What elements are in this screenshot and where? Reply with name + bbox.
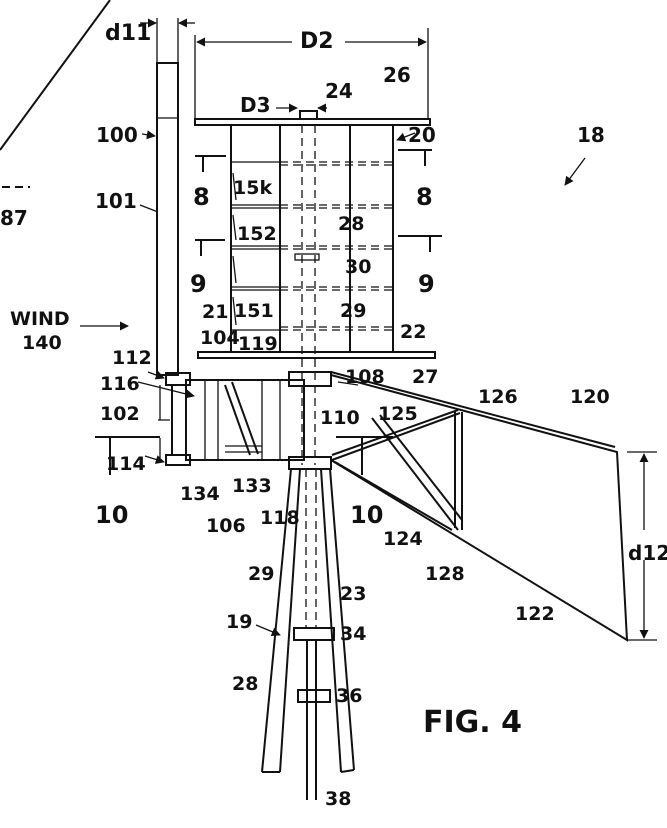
leader-arrows: [80, 130, 586, 637]
label-104: 104: [200, 327, 240, 349]
label-151: 151: [234, 300, 274, 322]
label-section-10-right: 10: [350, 501, 383, 529]
label-126: 126: [478, 386, 518, 408]
tail-vane-120: [330, 371, 629, 642]
label-28-lower: 28: [232, 673, 258, 695]
label-87: 87: [0, 206, 28, 230]
label-D3: D3: [240, 93, 271, 117]
label-120: 120: [570, 386, 610, 408]
label-27: 27: [412, 366, 438, 388]
label-section-10-left: 10: [95, 501, 128, 529]
figure-labels: d11 D2 D3 24 26 20 18 100 101 87 8 8 15k…: [0, 21, 667, 810]
dimension-D2: [194, 28, 429, 120]
dimension-d12: [627, 451, 657, 641]
label-20: 20: [408, 123, 436, 147]
label-24: 24: [325, 79, 353, 103]
label-119: 119: [238, 333, 278, 355]
label-18: 18: [577, 123, 605, 147]
label-23: 23: [340, 583, 366, 605]
label-38: 38: [325, 788, 351, 810]
label-D2: D2: [300, 29, 334, 54]
figure-caption: FIG. 4: [423, 705, 522, 740]
diagonal-break-line: [0, 0, 111, 188]
label-101: 101: [95, 189, 137, 213]
central-shaft-28: [294, 125, 320, 465]
label-19: 19: [226, 611, 252, 633]
label-106: 106: [206, 515, 246, 537]
bearing-frame: [185, 371, 332, 470]
label-108: 108: [345, 366, 385, 388]
label-d12: d12: [628, 541, 667, 565]
label-15k: 15k: [233, 177, 272, 199]
label-wind: WIND: [10, 308, 70, 330]
label-118: 118: [260, 507, 300, 529]
label-152: 152: [237, 223, 277, 245]
label-140: 140: [22, 332, 62, 354]
label-21: 21: [202, 301, 228, 323]
label-section-9-right: 9: [418, 270, 435, 298]
dimension-d11: [140, 18, 195, 62]
rotor-top-plate-26: [194, 110, 431, 126]
label-133: 133: [232, 475, 272, 497]
label-29-lower: 29: [248, 563, 274, 585]
label-128: 128: [425, 563, 465, 585]
label-22: 22: [400, 321, 426, 343]
label-112: 112: [112, 347, 152, 369]
label-114: 114: [106, 453, 146, 475]
label-30: 30: [345, 256, 371, 278]
label-110: 110: [320, 407, 360, 429]
label-34: 34: [340, 623, 366, 645]
tower-19: [261, 468, 355, 800]
label-section-8-left: 8: [193, 183, 210, 211]
label-125: 125: [378, 403, 418, 425]
label-section-8-right: 8: [416, 183, 433, 211]
label-116: 116: [100, 373, 140, 395]
label-d11: d11: [105, 21, 151, 46]
rotor-bottom-plate-27: [197, 351, 436, 359]
label-36: 36: [336, 685, 362, 707]
label-122: 122: [515, 603, 555, 625]
label-section-9-left: 9: [190, 270, 207, 298]
label-29-upper: 29: [340, 300, 366, 322]
label-102: 102: [100, 403, 140, 425]
label-124: 124: [383, 528, 423, 550]
label-26: 26: [383, 63, 411, 87]
label-100: 100: [96, 123, 138, 147]
label-28-upper: 28: [338, 213, 364, 235]
rotor-body: [230, 125, 394, 352]
label-134: 134: [180, 483, 220, 505]
